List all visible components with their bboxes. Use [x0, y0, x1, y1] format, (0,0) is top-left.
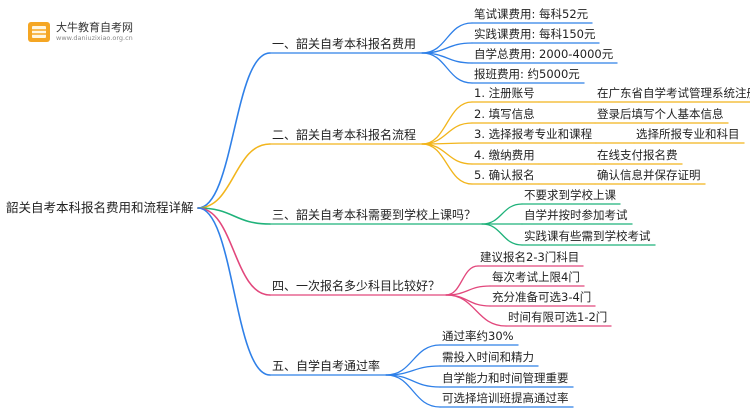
leaf-self-study: 自学并按时参加考试: [524, 208, 628, 222]
branch-to-leaf-4-3: [385, 374, 441, 408]
root-to-branch-1: [197, 143, 271, 209]
branch-process: 二、韶关自考本科报名流程: [272, 128, 417, 142]
step-register-detail: 在广东省自学考试管理系统注册: [597, 86, 750, 100]
step-fill-info-detail: 登录后填写个人基本信息: [597, 107, 724, 121]
leaf-practice-fee: 实践课费用: 每科150元: [474, 27, 596, 41]
branch-to-leaf-1-3: [421, 143, 473, 165]
leaf-training-class: 可选择培训班提高通过率: [442, 391, 569, 405]
step-choose-major: 3. 选择报考专业和课程: [474, 127, 593, 141]
leaf-prepared-3-4: 充分准备可选3-4门: [492, 290, 592, 304]
branch-classes: 三、韶关自考本科需要到学校上课吗？: [272, 208, 477, 222]
root-to-branch-0: [197, 52, 271, 209]
step-pay-detail: 在线支付报名费: [597, 148, 678, 162]
leaf-total-fee: 自学总费用: 2000-4000元: [474, 47, 614, 61]
brand-logo: 大牛教育自考网 www.daniuzixiao.org.cn: [26, 17, 166, 49]
step-choose-major-detail: 选择所报专业和科目: [636, 127, 740, 141]
branch-to-leaf-2-0: [481, 203, 523, 225]
leaf-pass-rate-30: 通过率约30%: [442, 329, 514, 343]
branch-to-leaf-0-3: [421, 52, 473, 84]
step-fill-info: 2. 填写信息: [474, 107, 535, 121]
brand-name: 大牛教育自考网: [56, 21, 133, 34]
branch-to-leaf-3-3: [445, 294, 507, 327]
leaf-course-fee: 报班费用: 约5000元: [474, 67, 580, 81]
branch-subjects: 四、一次报名多少科目比较好？: [272, 279, 441, 293]
leaf-practice-exam: 实践课有些需到学校考试: [524, 229, 651, 243]
root-to-branch-4: [197, 207, 271, 376]
leaf-suggest-2-3: 建议报名2-3门科目: [480, 250, 580, 264]
root-to-branch-2: [197, 207, 271, 225]
branch-pass-rate: 五、自学自考通过率: [272, 359, 381, 373]
leaf-no-class-required: 不要求到学校上课: [524, 188, 616, 202]
book-icon: [28, 22, 50, 42]
branch-to-leaf-1-0: [421, 101, 473, 145]
step-pay: 4. 缴纳费用: [474, 148, 535, 162]
leaf-self-management: 自学能力和时间管理重要: [442, 371, 569, 385]
leaf-limited-1-2: 时间有限可选1-2门: [508, 310, 608, 324]
step-confirm-detail: 确认信息并保存证明: [597, 168, 701, 182]
root-to-branch-3: [197, 207, 271, 296]
branch-to-leaf-1-1: [421, 122, 473, 145]
branch-to-leaf-2-2: [481, 223, 523, 246]
branch-to-leaf-1-4: [421, 143, 473, 185]
branch-to-leaf-3-0: [445, 265, 479, 296]
step-confirm: 5. 确认报名: [474, 168, 535, 182]
root-topic: 韶关自考本科报名费用和流程详解: [6, 200, 194, 215]
branch-to-leaf-3-2: [445, 294, 491, 307]
step-register: 1. 注册账号: [474, 86, 535, 100]
leaf-max-4: 每次考试上限4门: [492, 270, 580, 284]
branch-fees: 一、韶关自考本科报名费用: [272, 37, 417, 51]
brand-url: www.daniuzixiao.org.cn: [56, 34, 133, 42]
leaf-time-effort: 需投入时间和精力: [442, 350, 534, 364]
leaf-written-fee: 笔试课费用: 每科52元: [474, 7, 589, 21]
